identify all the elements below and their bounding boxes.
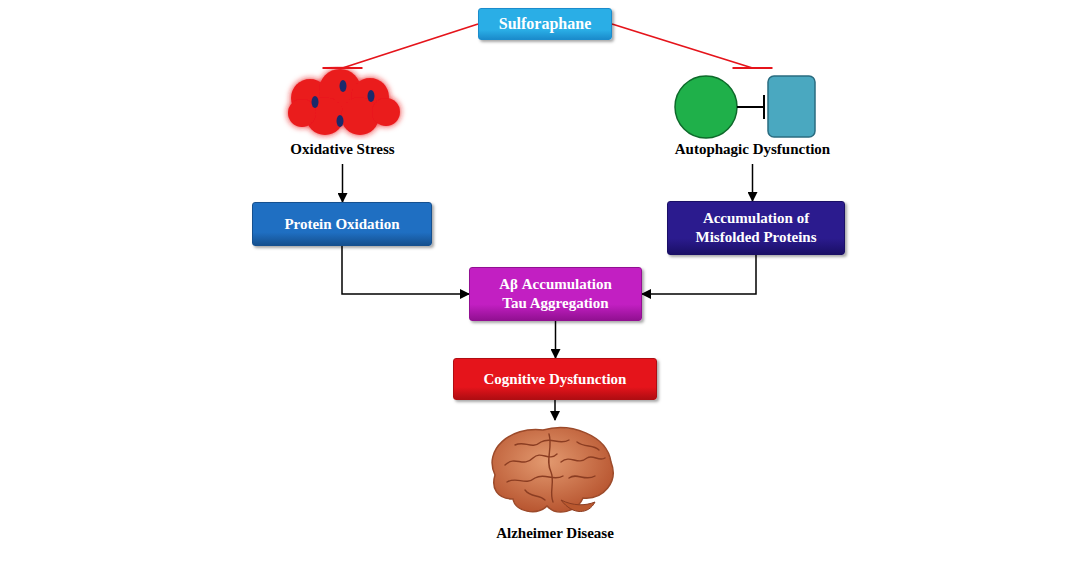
outcome-box: Cognitive Dysfunction bbox=[453, 358, 657, 400]
arrow-line bbox=[342, 246, 469, 294]
box-label: Protein Oxidation bbox=[284, 215, 399, 234]
flow-arrow bbox=[752, 164, 753, 201]
flow-arrow bbox=[342, 164, 343, 202]
arrow-line bbox=[752, 164, 754, 201]
arrow-line bbox=[342, 164, 344, 202]
arrow-line bbox=[642, 255, 756, 294]
figure-caption: Autophagic Dysfunction bbox=[675, 140, 830, 158]
arrow-line bbox=[555, 321, 557, 358]
box-label: Sulforaphane bbox=[499, 14, 591, 34]
inhibition-line bbox=[612, 24, 773, 68]
stress-figure: Oxidative Stress bbox=[270, 66, 415, 164]
box-label: Accumulation of Misfolded Proteins bbox=[676, 209, 836, 247]
process-box: Aβ Accumulation Tau Aggregation bbox=[469, 267, 642, 321]
autophagy-figure: Autophagic Dysfunction bbox=[650, 66, 855, 164]
inhibition-bar bbox=[733, 67, 773, 69]
brain-figure-art bbox=[465, 420, 645, 524]
stress-figure-art bbox=[270, 66, 415, 140]
autophagy-figure-art bbox=[650, 66, 855, 140]
inhibition-line bbox=[343, 24, 479, 68]
flow-arrow bbox=[342, 246, 469, 294]
brain-figure: Alzheimer Disease bbox=[465, 420, 645, 567]
agent-box: Sulforaphane bbox=[478, 8, 612, 40]
box-label: Cognitive Dysfunction bbox=[484, 370, 627, 389]
inhibition-line bbox=[612, 24, 753, 68]
flow-arrow bbox=[642, 255, 756, 294]
figure-caption: Oxidative Stress bbox=[290, 140, 394, 158]
arrow-line bbox=[554, 400, 556, 420]
inhibition-line bbox=[323, 24, 479, 68]
flow-arrow bbox=[555, 321, 556, 358]
process-box: Protein Oxidation bbox=[252, 202, 432, 246]
flow-arrow bbox=[555, 400, 556, 420]
figure-caption: Alzheimer Disease bbox=[496, 524, 614, 542]
process-box: Accumulation of Misfolded Proteins bbox=[667, 201, 845, 255]
inhibition-bar bbox=[323, 67, 363, 69]
box-label: Aβ Accumulation Tau Aggregation bbox=[491, 275, 621, 313]
